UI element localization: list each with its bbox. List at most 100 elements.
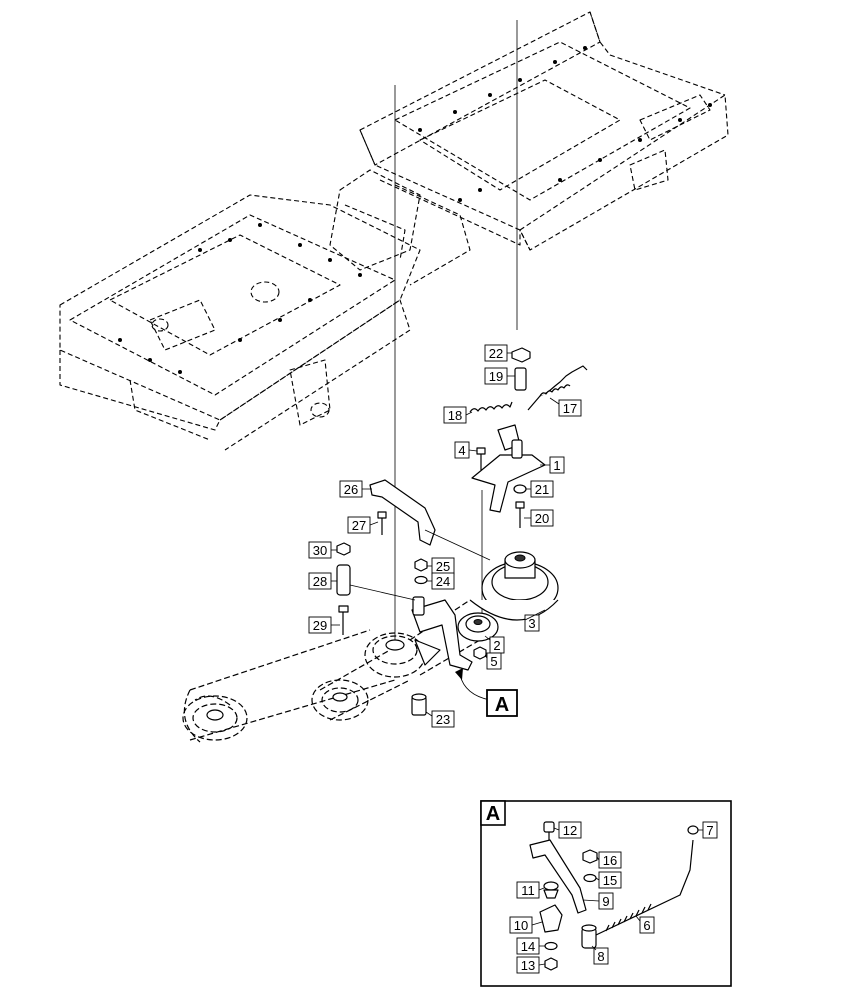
svg-text:2: 2 (493, 638, 500, 653)
nut-5 (473, 646, 487, 660)
svg-text:30: 30 (313, 543, 327, 558)
svg-text:16: 16 (603, 853, 617, 868)
callout-26: 26 (339, 480, 372, 498)
svg-text:10: 10 (514, 918, 528, 933)
svg-text:20: 20 (535, 511, 549, 526)
callout-24: 24 (427, 572, 455, 590)
svg-text:7: 7 (706, 823, 713, 838)
assembly-axes (394, 20, 518, 640)
detail-a-panel: A (480, 800, 732, 987)
bolt-23 (411, 693, 427, 716)
svg-text:29: 29 (313, 618, 327, 633)
callout-25: 25 (427, 557, 455, 575)
callout-17: 17 (549, 397, 582, 417)
rod-6 (595, 839, 694, 936)
callout-30: 30 (308, 541, 337, 559)
spacer-28 (336, 564, 351, 596)
svg-text:12: 12 (563, 823, 577, 838)
svg-text:22: 22 (489, 346, 503, 361)
svg-text:3: 3 (528, 616, 535, 631)
nut-16 (582, 849, 598, 864)
idler-arm (411, 599, 473, 671)
svg-text:27: 27 (352, 518, 366, 533)
callout-22: 22 (484, 344, 512, 362)
svg-text:25: 25 (436, 559, 450, 574)
bracket-1 (471, 454, 546, 513)
callout-29: 29 (308, 616, 340, 634)
bolt-4 (476, 447, 486, 470)
washer-15 (583, 873, 597, 883)
callout-28: 28 (308, 572, 337, 590)
tractor-frame (59, 11, 729, 451)
callout-7: 7 (698, 821, 718, 839)
callout-8: 8 (591, 945, 609, 965)
svg-text:5: 5 (490, 654, 497, 669)
callout-6: 6 (635, 915, 655, 934)
spring-18 (469, 401, 513, 413)
svg-text:9: 9 (602, 894, 609, 909)
center-spindle-pulley (311, 679, 369, 721)
callout-21: 21 (526, 480, 554, 498)
svg-text:24: 24 (436, 574, 450, 589)
deck-drive (182, 551, 559, 743)
nut-22 (511, 347, 531, 363)
callout-13: 13 (516, 956, 546, 974)
callout-16: 16 (596, 851, 622, 869)
callout-10: 10 (509, 916, 543, 934)
right-spindle-pulley (364, 632, 426, 678)
svg-text:1: 1 (553, 458, 560, 473)
svg-text:17: 17 (563, 401, 577, 416)
callout-11: 11 (516, 881, 545, 899)
nut-30 (336, 542, 351, 556)
bolt-29 (338, 605, 349, 635)
washer-21 (513, 484, 527, 494)
clip-7 (687, 825, 699, 835)
svg-text:26: 26 (344, 482, 358, 497)
detail-pointer-label: A (495, 694, 509, 716)
left-spindle-pulley (182, 695, 248, 741)
callout-14: 14 (516, 937, 545, 955)
callouts: 22 19 18 17 4 1 21 20 26 27 30 28 29 25 … (308, 344, 582, 728)
bolt-20 (515, 501, 525, 528)
bracket-26 (369, 479, 436, 546)
nut-13 (544, 957, 558, 971)
svg-text:11: 11 (521, 883, 535, 898)
svg-text:28: 28 (313, 574, 327, 589)
callout-4: 4 (454, 441, 478, 459)
detail-title: A (486, 803, 500, 825)
callout-12: 12 (553, 821, 582, 839)
callout-1: 1 (540, 456, 565, 474)
spacer-19 (514, 367, 527, 391)
idler-pulley (457, 612, 499, 642)
callout-23: 23 (425, 710, 455, 728)
svg-text:8: 8 (597, 949, 604, 964)
nut-25 (414, 558, 428, 572)
callout-27: 27 (347, 516, 379, 534)
svg-text:4: 4 (458, 443, 465, 458)
svg-text:23: 23 (436, 712, 450, 727)
washer-24 (414, 575, 428, 585)
detail-pointer: A (455, 668, 518, 717)
svg-text:19: 19 (489, 369, 503, 384)
callout-5: 5 (484, 652, 502, 670)
fitting-8 (581, 924, 597, 949)
bracket-9 (529, 839, 587, 914)
callout-15: 15 (595, 871, 622, 889)
svg-text:18: 18 (448, 408, 462, 423)
detail-parts (529, 821, 699, 971)
callout-18: 18 (443, 406, 473, 424)
callout-3: 3 (524, 609, 546, 632)
callout-19: 19 (484, 367, 515, 385)
callout-20: 20 (524, 509, 554, 527)
svg-text:13: 13 (521, 958, 535, 973)
callout-2: 2 (484, 635, 505, 654)
washer-11 (543, 881, 559, 891)
svg-text:15: 15 (603, 873, 617, 888)
clip-10 (539, 904, 563, 933)
bolt-27 (377, 511, 387, 535)
hardware (336, 347, 588, 716)
svg-text:6: 6 (643, 918, 650, 933)
detail-callouts: 12 7 16 15 11 9 10 6 14 8 13 (509, 821, 718, 974)
washer-14 (544, 941, 558, 951)
